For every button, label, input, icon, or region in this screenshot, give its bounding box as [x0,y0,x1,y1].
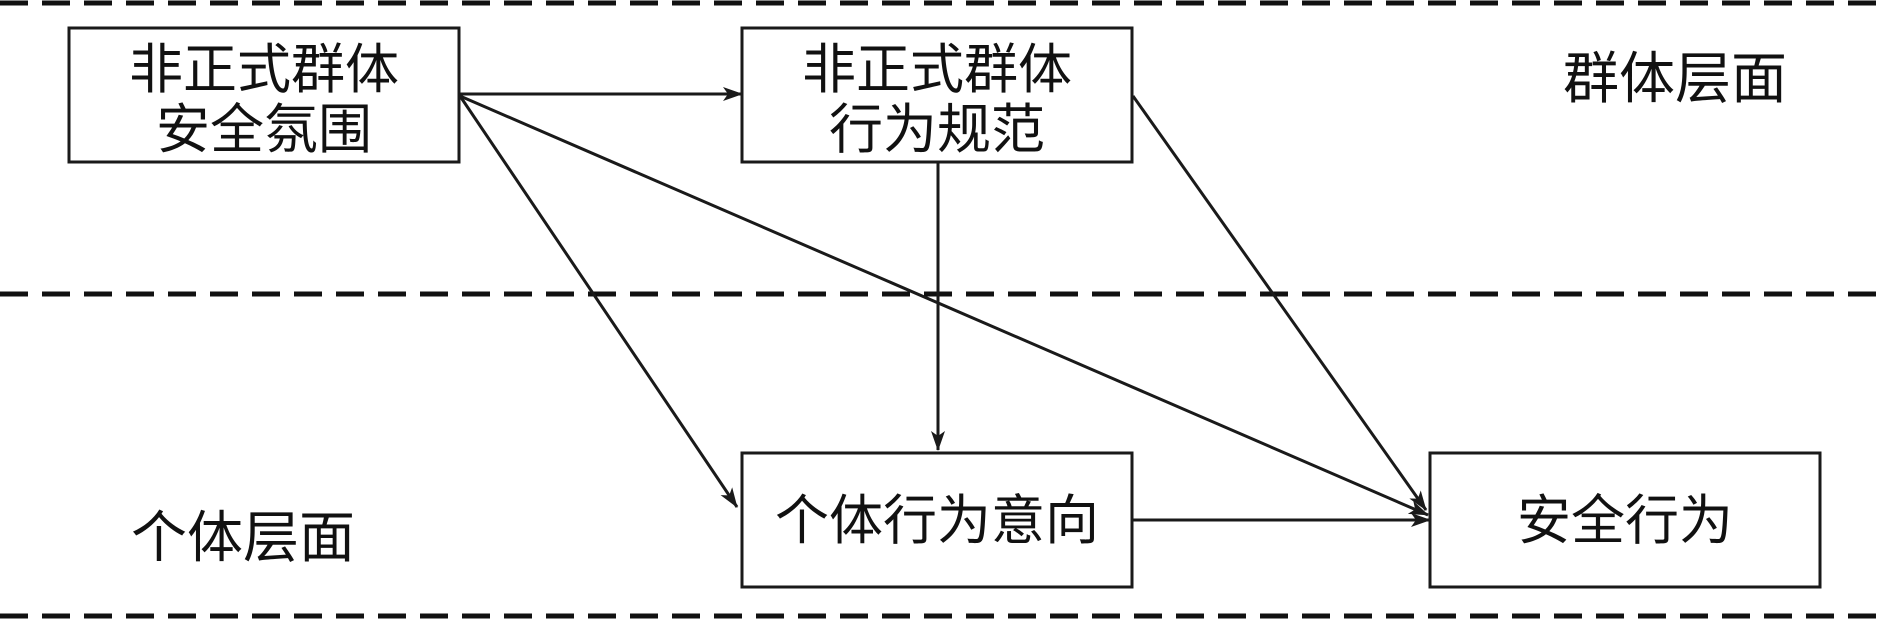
node-norms-line1: 非正式群体 [802,38,1072,101]
node-atmosphere-line1: 非正式群体 [129,38,399,101]
edge-norms-to-behavior [1131,95,1428,511]
node-group-behavior-norms: 非正式群体 行为规范 [740,26,1134,164]
node-individual-intention: 个体行为意向 [740,451,1134,589]
node-norms-line2: 行为规范 [829,98,1045,161]
edge-atmosphere-to-intention [458,95,739,508]
individual-level-label: 个体层面 [131,506,355,571]
group-level-label: 群体层面 [1563,47,1787,112]
node-atmosphere-line2: 安全氛围 [156,98,372,161]
node-group-safety-atmosphere: 非正式群体 安全氛围 [67,26,461,164]
node-behavior-label: 安全行为 [1517,489,1733,552]
edges [458,87,1431,527]
node-safety-behavior: 安全行为 [1428,451,1822,589]
edge-atmosphere-to-behavior [459,94,1429,517]
node-intention-label: 个体行为意向 [775,489,1099,552]
